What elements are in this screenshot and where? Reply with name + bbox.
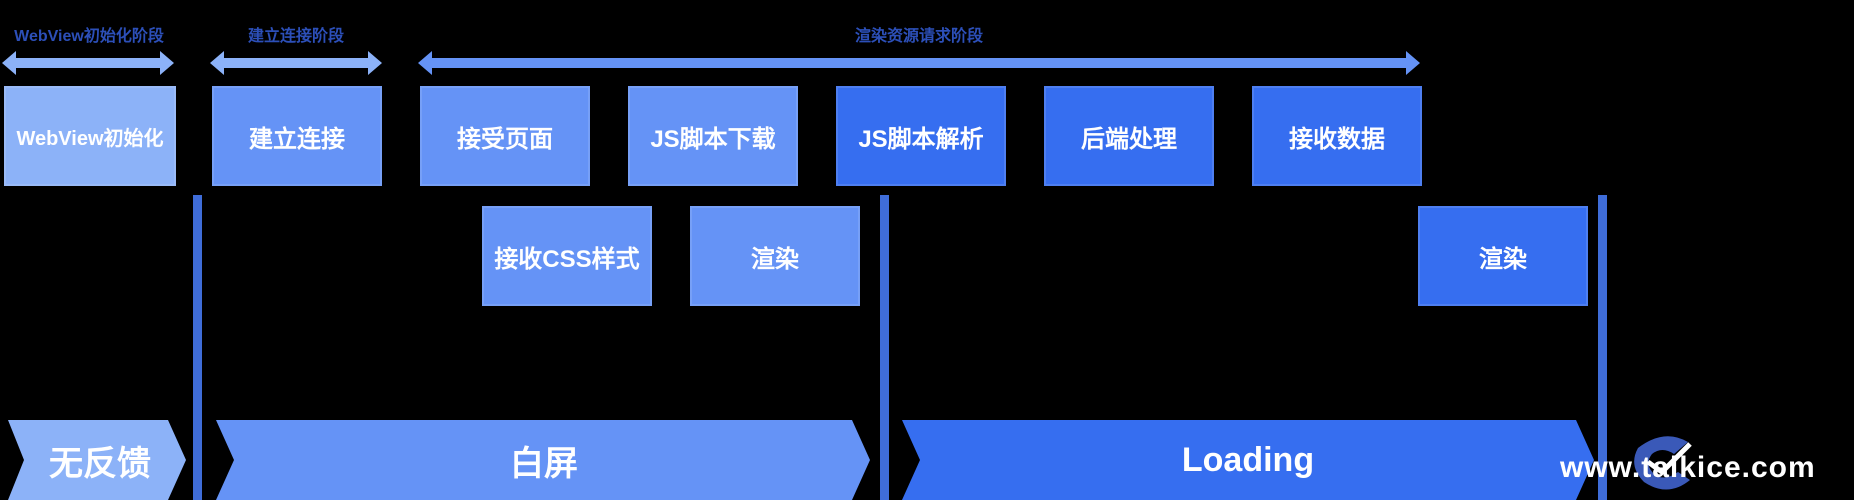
no-feedback-banner (8, 420, 186, 500)
step-render-1: 渲染 (690, 206, 860, 306)
step-backend: 后端处理 (1044, 86, 1214, 186)
loading-banner (902, 420, 1594, 500)
step-js-parse: JS脚本解析 (836, 86, 1006, 186)
watermark-text: www.talkice.com (1560, 450, 1816, 484)
connection-stage-label: 建立连接阶段 (247, 28, 344, 45)
step-webview-init: WebView初始化 (4, 86, 176, 186)
render-stage-arrow (418, 51, 1420, 75)
loading-label: Loading (1181, 440, 1315, 479)
step-receive-css: 接收CSS样式 (482, 206, 652, 306)
webview-stage-label: WebView初始化阶段 (14, 28, 164, 45)
step-receive-data: 接收数据 (1252, 86, 1422, 186)
divider-1 (193, 195, 202, 500)
divider-3 (1598, 195, 1607, 500)
webview-stage-arrow (2, 51, 174, 75)
step-receive-page: 接受页面 (420, 86, 590, 186)
watermark-logo-icon (1634, 436, 1692, 490)
connection-stage-arrow (210, 51, 382, 75)
white-screen-banner (216, 420, 870, 500)
step-render-2: 渲染 (1418, 206, 1588, 306)
step-js-download: JS脚本下载 (628, 86, 798, 186)
divider-2 (880, 195, 889, 500)
white-screen-label: 白屏 (510, 444, 578, 483)
step-connect: 建立连接 (212, 86, 382, 186)
no-feedback-label: 无反馈 (49, 444, 151, 483)
render-stage-label: 渲染资源请求阶段 (854, 28, 983, 45)
